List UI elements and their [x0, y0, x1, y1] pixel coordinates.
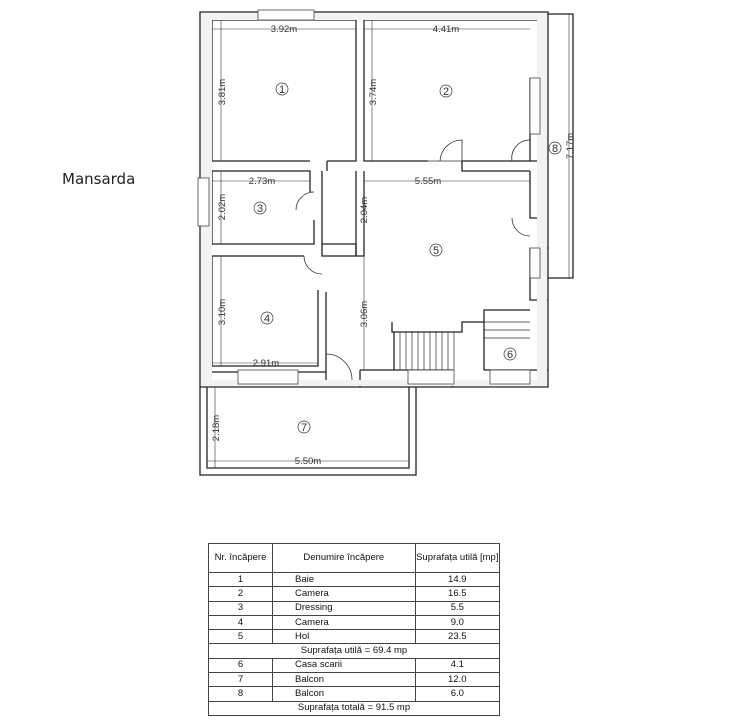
cell-area: 5.5 — [414, 600, 501, 616]
cell-nr: 8 — [207, 686, 274, 702]
room-marker-circles — [253, 82, 562, 434]
dim-hall-height: 2.04m — [359, 197, 370, 223]
cell-name: Baie — [272, 571, 416, 588]
cell-name: Camera — [272, 614, 416, 631]
cell-name: Camera — [272, 586, 416, 602]
cell-nr: 5 — [207, 629, 274, 645]
cell-nr: 2 — [207, 586, 274, 602]
col-header-area: Suprafața utilă [mp] — [414, 543, 501, 573]
col-header-name: Denumire încăpere — [272, 543, 416, 573]
cell-nr: 3 — [207, 600, 274, 616]
cell-name: Casa scarii — [272, 657, 416, 674]
cell-area: 16.5 — [414, 586, 501, 602]
cell-name: Balcon — [272, 686, 416, 702]
table-row: 4 Camera 9.0 — [207, 614, 501, 631]
room-marker-6: 6 — [507, 349, 513, 361]
windows — [197, 9, 541, 385]
room-marker-8: 8 — [552, 143, 558, 155]
room-marker-1: 1 — [279, 84, 285, 96]
cell-area: 6.0 — [414, 686, 501, 702]
table-row: 1 Baie 14.9 — [207, 571, 501, 588]
cell-name: Dressing — [272, 600, 416, 616]
room-marker-4: 4 — [264, 313, 270, 325]
cell-area: 14.9 — [414, 571, 501, 588]
table-row: 2 Camera 16.5 — [207, 586, 501, 602]
cell-area: 12.0 — [414, 672, 501, 688]
table-row: 3 Dressing 5.5 — [207, 600, 501, 616]
subtotal-row: Suprafața utilă = 69.4 mp — [208, 643, 500, 659]
floor-label: Mansarda — [62, 170, 136, 188]
room-area-table: Nr. încăpere Denumire încăpere Suprafața… — [207, 543, 501, 716]
cell-nr: 4 — [207, 614, 274, 631]
table-row: 5 Hol 23.5 — [207, 629, 501, 645]
table-row: 6 Casa scarii 4.1 — [207, 657, 501, 674]
dim-room1-height: 3.81m — [217, 79, 228, 105]
cell-nr: 7 — [207, 672, 274, 688]
stair-treads — [399, 321, 530, 370]
dim-room4-height: 3.10m — [217, 299, 228, 325]
cell-nr: 1 — [207, 571, 274, 588]
cell-name: Hol — [272, 629, 416, 645]
cell-area: 4.1 — [414, 657, 501, 674]
dim-balcony8-length: 7.17m — [565, 133, 576, 159]
dim-room2-width: 4.41m — [433, 24, 459, 35]
doors — [295, 139, 531, 381]
table-row: 8 Balcon 6.0 — [207, 686, 501, 702]
dim-room3-height: 2.02m — [217, 194, 228, 220]
room-marker-2: 2 — [443, 86, 449, 98]
cell-area: 23.5 — [414, 629, 501, 645]
cell-area: 9.0 — [414, 614, 501, 631]
floor-plan: 3.92m 4.41m 3.81m 3.74m 7.17m 2.73m 5.55… — [197, 9, 576, 476]
total-text: Suprafața totală = 91.5 mp — [208, 700, 500, 716]
dim-balcony7-height: 2.18m — [211, 415, 222, 441]
dim-room2-height: 3.74m — [368, 79, 379, 105]
dimension-lines — [207, 14, 570, 468]
subtotal-text: Suprafața utilă = 69.4 mp — [208, 643, 500, 659]
room-marker-5: 5 — [433, 245, 439, 257]
dim-room3-width: 2.73m — [249, 176, 275, 187]
dim-balcony7-width: 5.50m — [295, 456, 321, 467]
dim-hall-width: 5.55m — [415, 176, 441, 187]
cell-nr: 6 — [207, 657, 274, 674]
dim-room1-width: 3.92m — [271, 24, 297, 35]
table-header-row: Nr. încăpere Denumire încăpere Suprafața… — [207, 543, 501, 573]
cell-name: Balcon — [272, 672, 416, 688]
dim-room4-width: 2.91m — [253, 358, 279, 369]
col-header-nr: Nr. încăpere — [207, 543, 274, 573]
table-row: 7 Balcon 12.0 — [207, 672, 501, 688]
room-marker-3: 3 — [257, 203, 263, 215]
dim-hall-lower-height: 3.06m — [359, 301, 370, 327]
walls — [199, 11, 574, 476]
total-row: Suprafața totală = 91.5 mp — [208, 700, 500, 716]
room-marker-7: 7 — [301, 422, 307, 434]
